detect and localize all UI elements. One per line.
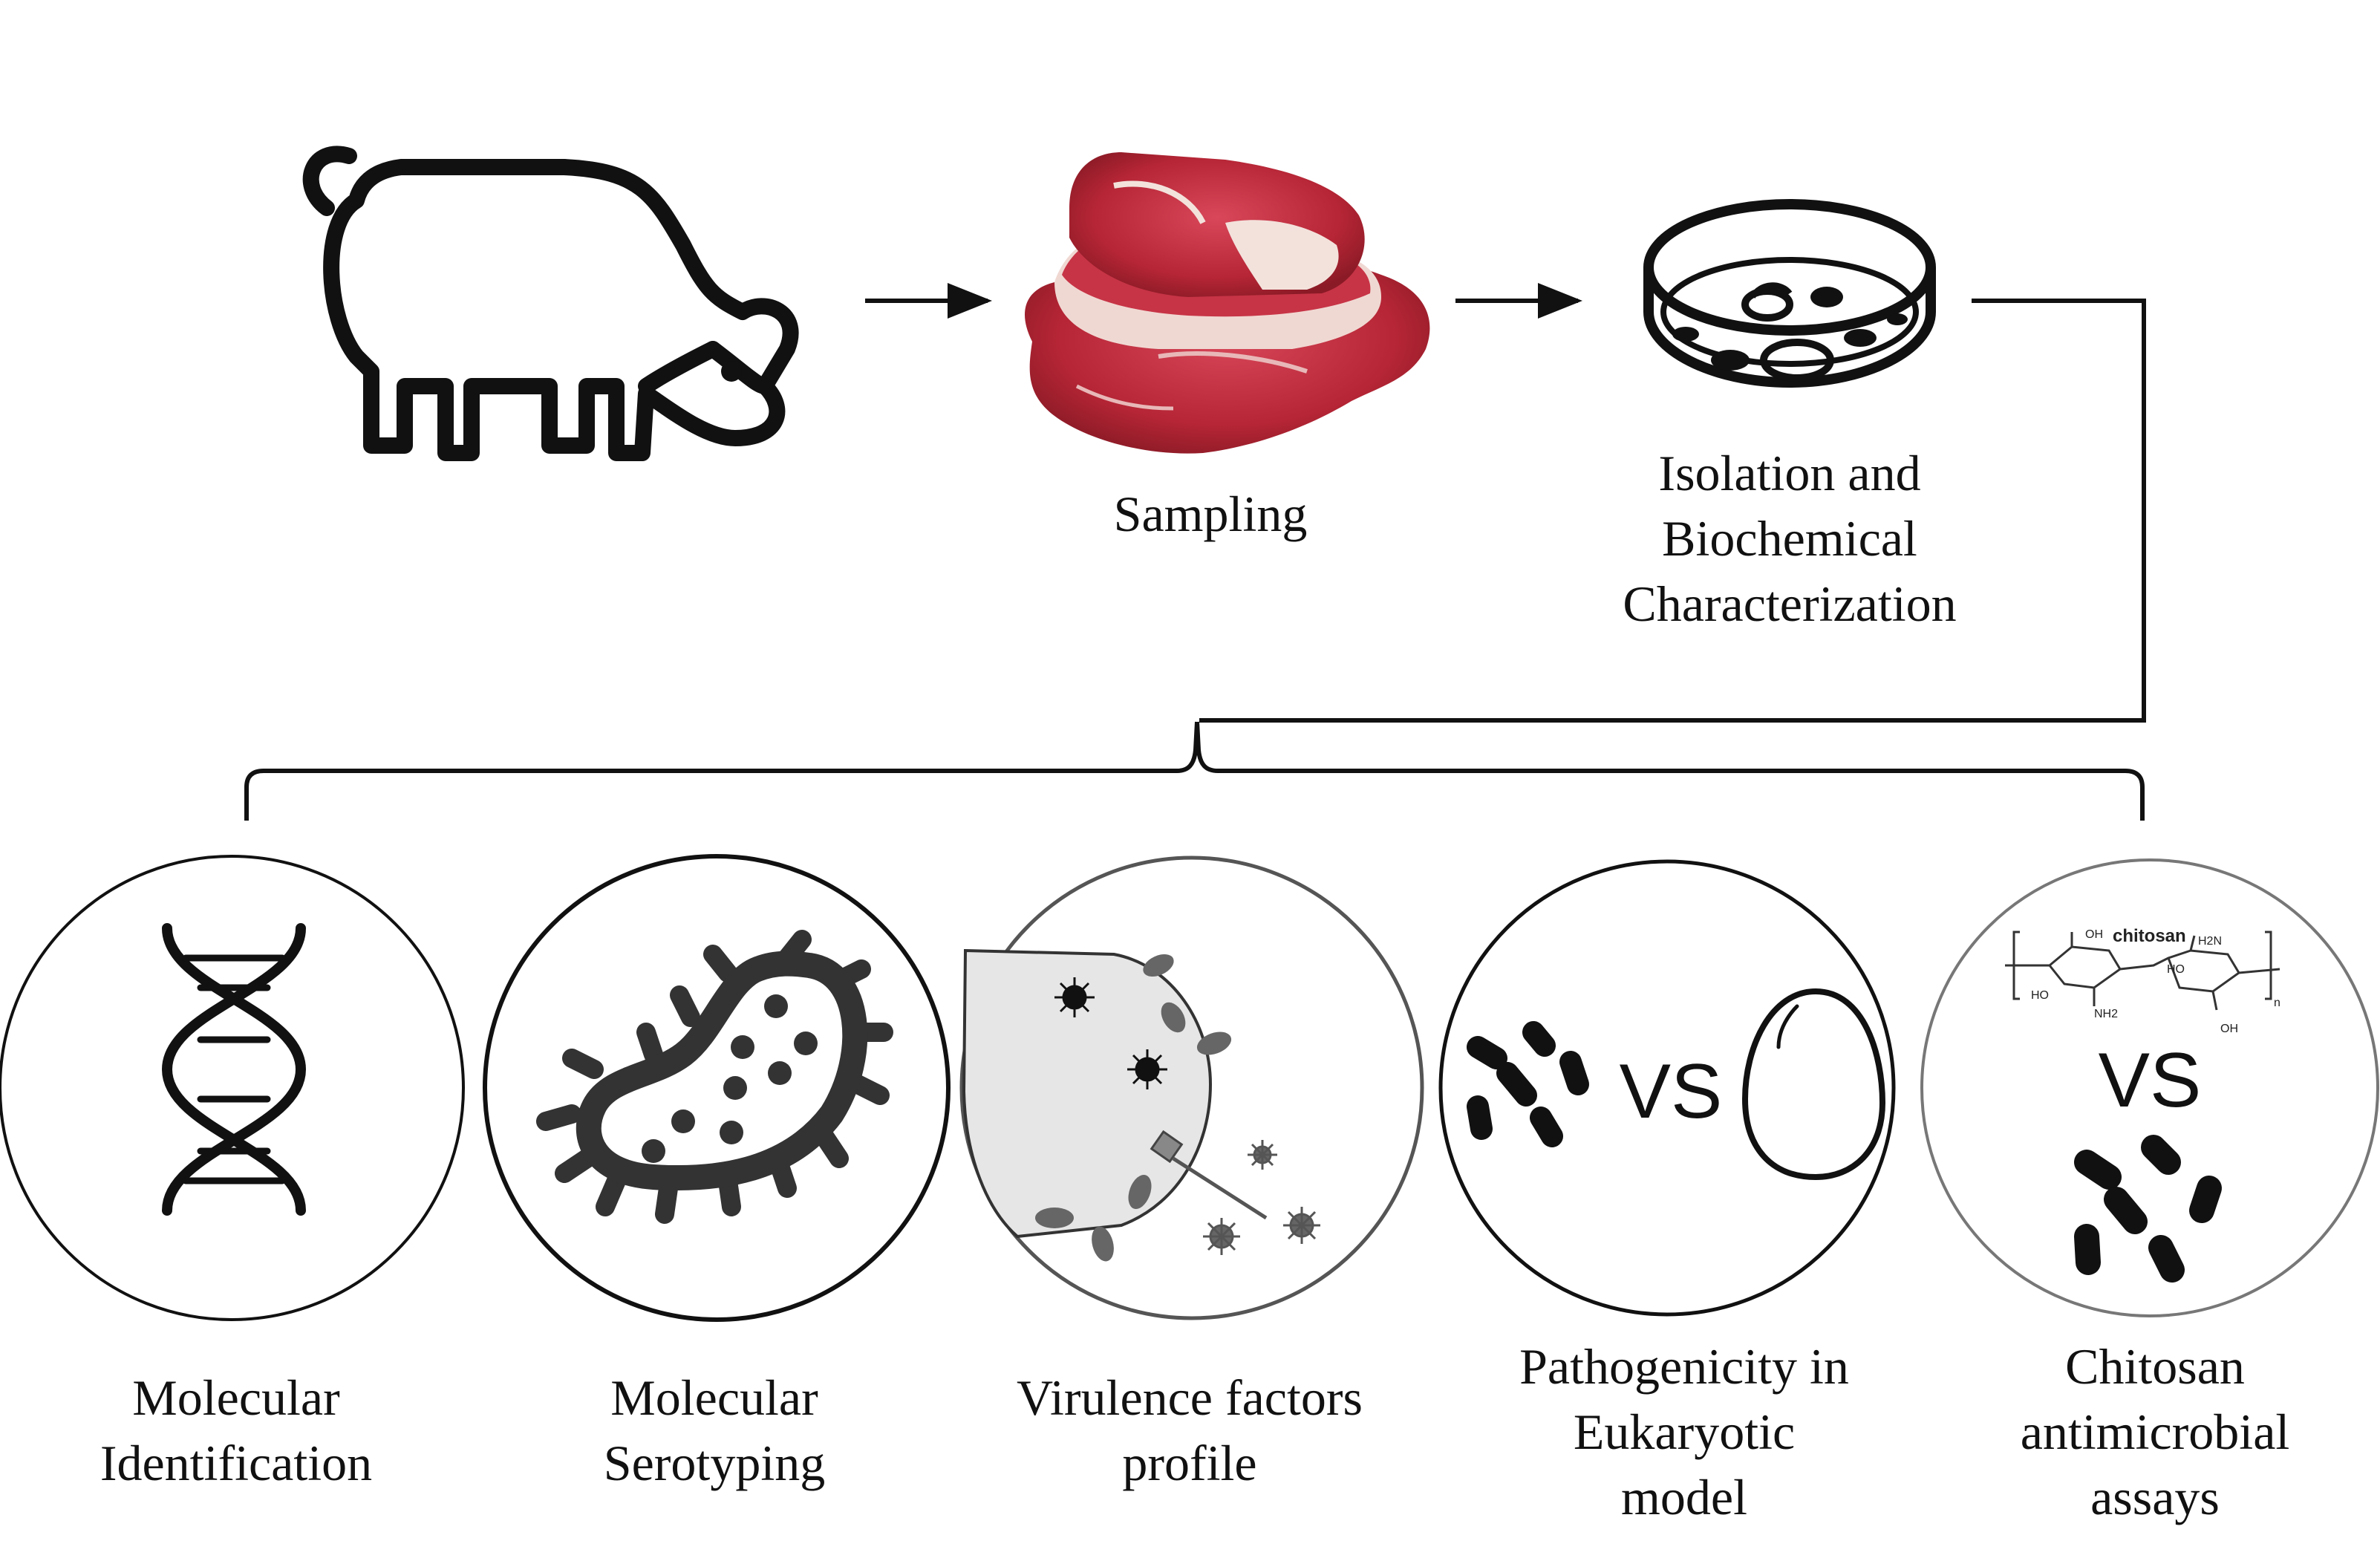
meat-icon: [1025, 152, 1430, 454]
analysis-label-4-line2: Eukaryotic: [1574, 1404, 1795, 1460]
vs-text-chitosan: VS: [2099, 1037, 2202, 1124]
pig-icon: [302, 146, 799, 461]
isolation-label-line3: Characterization: [1623, 576, 1956, 632]
analysis-molecular-serotyping: [483, 854, 951, 1322]
analysis-label-3-line2: profile: [1122, 1435, 1256, 1491]
analysis-virulence-factors: [959, 856, 1424, 1320]
analysis-pathogenicity: VS: [1438, 859, 1896, 1317]
analysis-label-5-line1: Chitosan: [2065, 1338, 2245, 1395]
bacteria-vs-egg-icon: VS: [1467, 988, 1886, 1181]
analysis-chitosan: chitosan OH H2N HO HO NH2 OH n VS: [1920, 858, 2379, 1317]
analysis-label-5-line2: antimicrobial: [2021, 1404, 2290, 1460]
isolation-label-line1: Isolation and: [1658, 445, 1920, 501]
analysis-label-4-line1: Pathogenicity in: [1519, 1338, 1849, 1395]
analysis-label-4-line3: model: [1621, 1469, 1747, 1525]
cell-infection-icon: [962, 948, 1320, 1262]
chitosan-repeat: n: [2274, 997, 2280, 1009]
branch-brace: [244, 721, 2145, 821]
chitosan-ho-left: HO: [2031, 989, 2049, 1002]
analysis-label-3-line1: Virulence factors: [1017, 1369, 1363, 1426]
chitosan-oh-top: OH: [2085, 928, 2103, 941]
analysis-molecular-identification: [0, 855, 465, 1321]
chitosan-oh-bottom: OH: [2220, 1023, 2238, 1035]
chitosan-title: chitosan: [2113, 926, 2186, 946]
chitosan-ho-mid: HO: [2167, 963, 2185, 976]
chitosan-nh2-bottom: NH2: [2094, 1008, 2118, 1020]
analysis-label-1-line2: Identification: [100, 1435, 372, 1491]
chitosan-vs-bacteria-icon: chitosan OH H2N HO HO NH2 OH n VS: [2005, 926, 2280, 1283]
bacterium-icon: [536, 930, 893, 1224]
analysis-label-2-line1: Molecular: [610, 1369, 818, 1426]
analysis-label-2-line2: Serotyping: [604, 1435, 825, 1491]
analysis-label-5-line3: assays: [2090, 1469, 2220, 1525]
chitosan-h2n: H2N: [2198, 935, 2222, 948]
vs-text-pathogenicity: VS: [1620, 1049, 1723, 1135]
chitosan-structure: [2005, 931, 2280, 1011]
analysis-label-1-line1: Molecular: [132, 1369, 340, 1426]
connector-line: [1199, 299, 2146, 723]
dna-icon: [161, 923, 307, 1216]
sampling-label: Sampling: [1114, 486, 1308, 542]
petri-dish-icon: [1643, 199, 1936, 388]
isolation-label-line2: Biochemical: [1662, 510, 1917, 567]
